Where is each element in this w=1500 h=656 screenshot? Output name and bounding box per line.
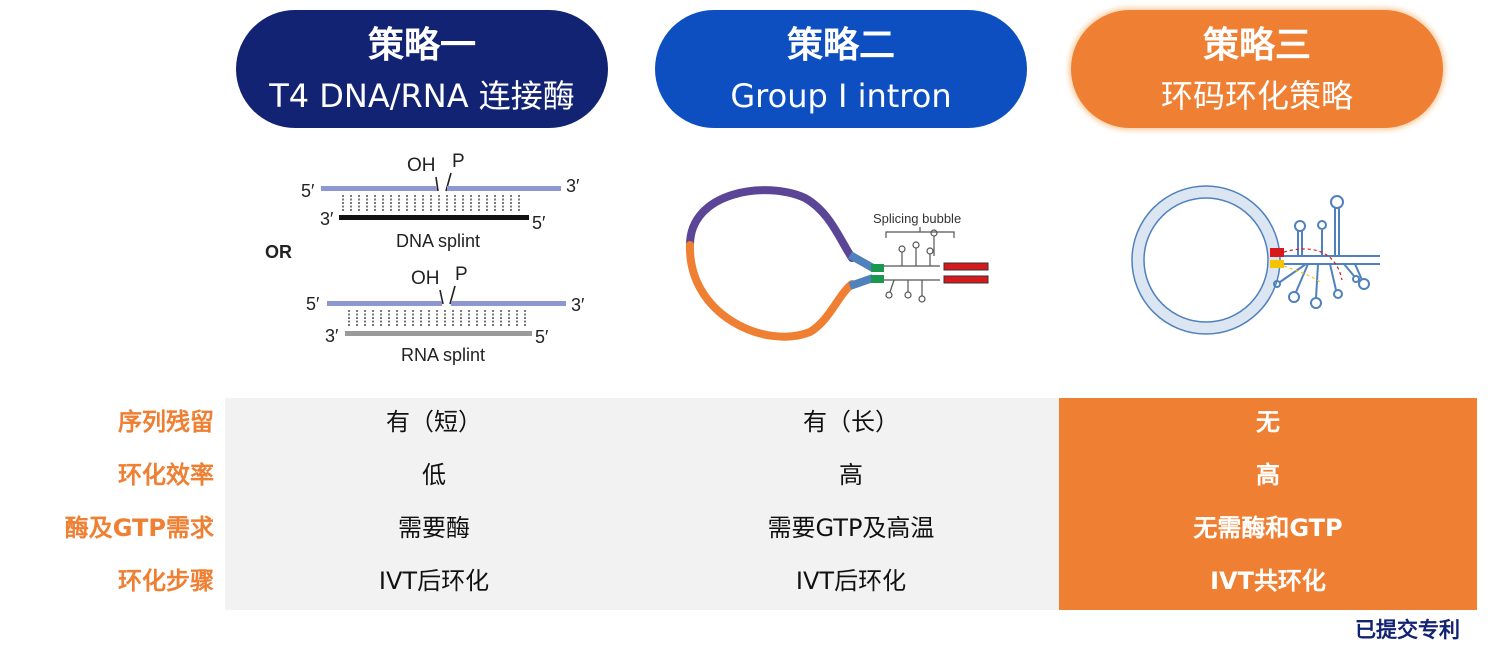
table-cell: 需要GTP及高温 [767,514,935,542]
table-cell: 高 [839,461,863,489]
strategy-1-subtitle: T4 DNA/RNA 连接酶 [269,77,575,115]
patent-note: 已提交专利 [1355,618,1460,642]
row-label-circularization-step: 环化步骤 [118,567,214,595]
three-prime-label-top: 3′ [566,176,580,196]
red-junction-segment [1270,248,1284,257]
p-tick-bottom [449,285,456,305]
dna-splint-strand [339,215,529,220]
comparison-table-background [225,398,1059,610]
table-cell: 无需酶和GTP [1193,514,1343,542]
oh-label-top: OH [407,155,436,176]
strategy-3-subtitle: 环码环化策略 [1160,77,1353,115]
splicing-bubble-structure [884,229,940,303]
strategy-2-subtitle: Group I intron [730,77,952,115]
loop-lower-orange [685,241,856,341]
strategy-2-header: 策略二 Group I intron [655,10,1027,128]
table-cell: 有（长） [803,408,899,436]
exon-red-lower [943,275,989,284]
rna-strand-right-top [447,186,561,191]
exon-junction-green-upper [871,264,884,272]
circular-rna-ring-inner [1143,197,1269,323]
oh-label-bottom: OH [411,268,440,289]
rna-strand-right-bottom [451,301,566,306]
dashed-guide-yellow [1283,265,1321,283]
exon-red-upper [943,262,989,271]
three-prime-label-bottom: 3′ [571,295,585,315]
strategy-3-header: 策略三 环码环化策略 [1071,10,1443,128]
splicing-bubble-label: Splicing bubble [873,211,961,226]
three-prime-label-dna: 3′ [320,209,334,229]
circular-rna-diagram [1131,185,1380,335]
dna-splint-group: OH P 5′ 3′ 3′ 5′ DNA splint [301,151,580,251]
ribozyme-structure [1273,195,1380,309]
strategy-1-title: 策略一 [367,25,476,66]
circular-rna-ring [1132,186,1280,334]
hydrogen-bonds-top [342,195,520,212]
row-label-enzyme-gtp-requirement: 酶及GTP需求 [64,514,214,542]
splicing-bubble-bracket [885,227,955,238]
dna-splint-label: DNA splint [396,231,480,251]
loop-blue-lower-end [848,274,875,290]
exon-junction-green-lower [871,275,884,283]
five-prime-label-top: 5′ [301,181,315,201]
three-prime-label-rna: 3′ [325,326,339,346]
table-cell: IVT共环化 [1210,567,1326,595]
table-cell: 低 [422,461,446,489]
five-prime-label-bottom: 5′ [306,294,320,314]
yellow-junction-segment [1270,260,1284,268]
ligation-splint-diagram: OH P 5′ 3′ 3′ 5′ DNA splint OR OH P 5′ 3… [265,151,585,365]
table-cell: IVT后环化 [378,567,490,595]
circular-rna-ring-outer [1131,185,1281,335]
strategy-3-highlight-column [1059,398,1477,610]
p-tick-top [445,172,452,192]
table-cell: 无 [1256,408,1280,436]
oh-tick-top [435,176,439,192]
dashed-guide-red [1283,248,1343,281]
p-label-top: P [452,151,465,172]
loop-blue-upper-end [848,251,875,272]
loop-upper-purple [686,186,856,262]
rna-strand-left-bottom [327,301,442,306]
table-cell: 高 [1256,461,1280,489]
strategy-1-header: 策略一 T4 DNA/RNA 连接酶 [236,10,608,128]
table-cell: 需要酶 [398,514,470,542]
rna-strand-left-top [321,186,437,191]
oh-tick-bottom [439,289,444,305]
rna-splint-label: RNA splint [401,345,485,365]
rna-splint-strand [345,331,532,336]
row-label-circularization-efficiency: 环化效率 [118,461,214,489]
hydrogen-bonds-bottom [348,310,526,327]
group-intron-diagram: Splicing bubble [685,186,989,341]
table-cell: IVT后环化 [795,567,907,595]
strategy-3-title: 策略三 [1202,25,1311,66]
five-prime-label-rna: 5′ [535,327,549,347]
or-label: OR [265,242,292,262]
row-label-sequence-residue: 序列残留 [118,408,214,436]
five-prime-label-dna: 5′ [532,213,546,233]
rna-splint-group: OH P 5′ 3′ 3′ 5′ RNA splint [306,264,585,365]
strategy-2-title: 策略二 [786,25,895,66]
table-cell: 有（短） [386,408,482,436]
p-label-bottom: P [455,264,468,285]
